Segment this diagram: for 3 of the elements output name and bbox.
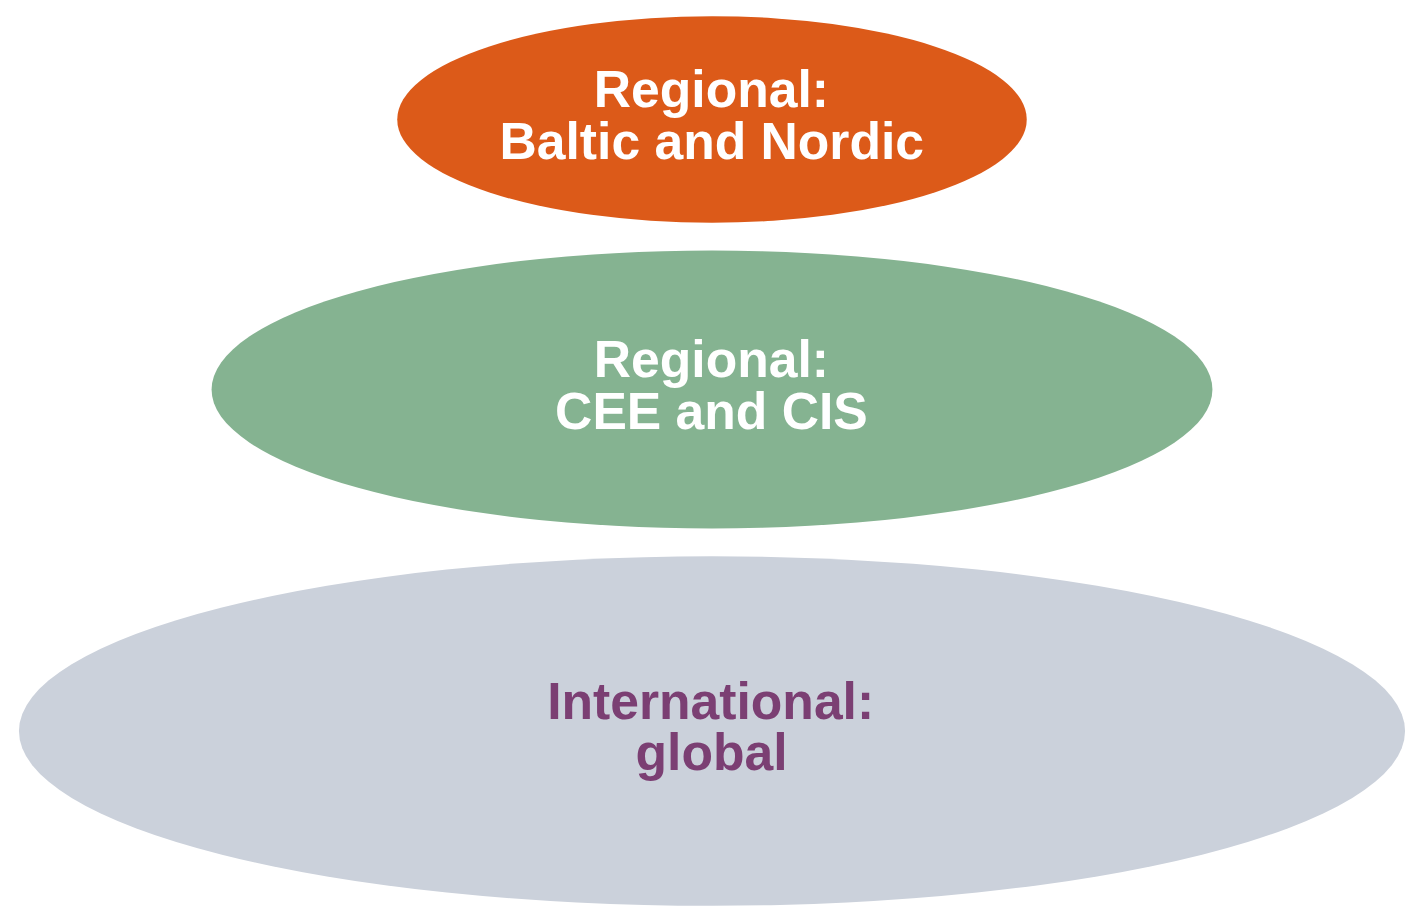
node-ellipse: Regional: Baltic and Nordic [396, 16, 1027, 223]
node-ellipse: International: global [18, 556, 1405, 906]
node-ellipse: Regional: CEE and CIS [211, 250, 1212, 529]
